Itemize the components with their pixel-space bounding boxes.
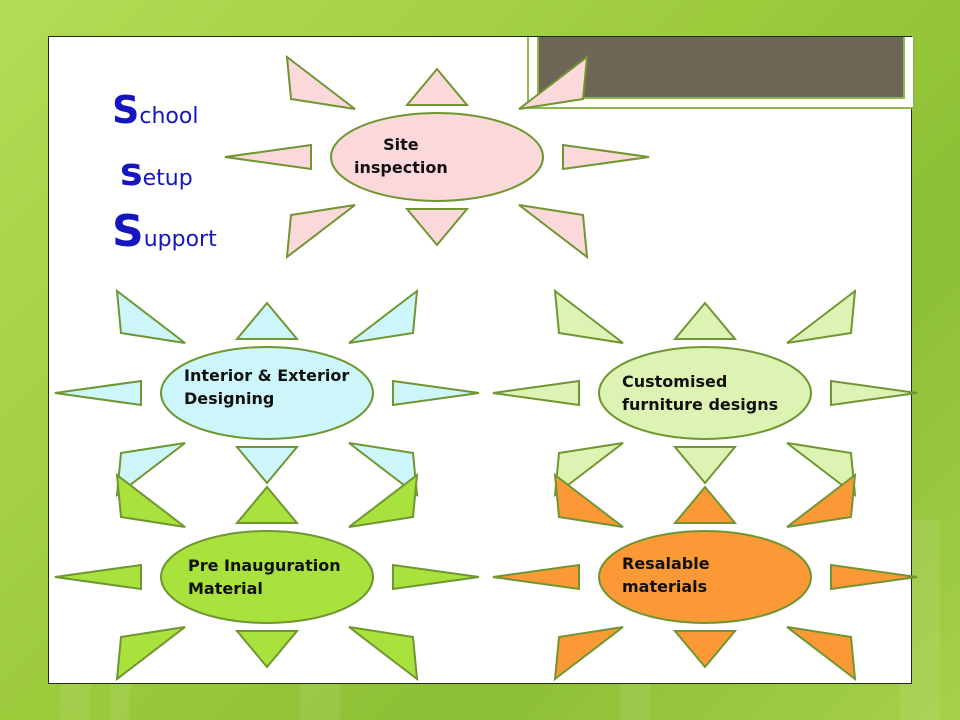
acrostic-line-school: School [112, 88, 198, 132]
ray-left [224, 143, 312, 171]
ray-top-left [553, 288, 624, 344]
ray-bottom-right [786, 626, 857, 682]
sun-label-customised-furniture: Customised furniture designs [622, 372, 779, 414]
ray-left [54, 379, 142, 407]
acrostic-line-support: Support [112, 206, 217, 257]
ray-bottom [404, 208, 470, 247]
ray-top-right [348, 472, 419, 528]
ray-top [672, 301, 738, 340]
ray-bottom-right [348, 626, 419, 682]
ray-right [562, 143, 650, 171]
ray-top [234, 301, 300, 340]
sun-interior-exterior-designing [54, 288, 480, 498]
sun-site-inspection [224, 54, 650, 260]
sun-pre-inauguration-material [54, 472, 480, 682]
title-placeholder [537, 37, 905, 99]
sun-label-pre-inauguration: Pre Inauguration Material [188, 556, 341, 598]
ray-bottom-right [786, 442, 857, 498]
ray-bottom-right [348, 442, 419, 498]
sun-resalable-materials [492, 472, 918, 682]
acrostic-word-rest: etup [142, 166, 193, 191]
ray-top-right [518, 54, 589, 110]
ray-top [234, 485, 300, 524]
ray-right [392, 379, 480, 407]
ray-top-left [553, 472, 624, 528]
ray-bottom [672, 446, 738, 485]
ray-bottom-right [518, 204, 589, 260]
ray-left [492, 379, 580, 407]
title-bar [527, 37, 915, 109]
sun-label-site-inspection: Site inspection [354, 135, 448, 177]
ray-top-left [115, 472, 186, 528]
ray-bottom-left [115, 626, 186, 682]
acrostic-capital: S [112, 88, 140, 132]
sun-label-interior-exterior: Interior & Exterior Designing [184, 366, 350, 408]
sun-core-ellipse [598, 530, 812, 624]
ray-top-right [786, 288, 857, 344]
ray-bottom [234, 630, 300, 669]
ray-right [830, 379, 918, 407]
acrostic-word-rest: chool [139, 104, 199, 129]
ray-right [392, 563, 480, 591]
ray-left [492, 563, 580, 591]
ray-left [54, 563, 142, 591]
acrostic-capital: S [112, 206, 144, 257]
ray-bottom-left [553, 626, 624, 682]
ray-bottom [672, 630, 738, 669]
ray-top [404, 67, 470, 106]
sun-core-ellipse [598, 346, 812, 440]
ray-bottom-left [115, 442, 186, 498]
ray-top-right [786, 472, 857, 528]
acrostic-line-setup: setup [120, 150, 193, 194]
sun-core-ellipse [160, 346, 374, 440]
ray-top-right [348, 288, 419, 344]
acrostic-capital: s [120, 150, 143, 194]
ray-bottom-left [553, 442, 624, 498]
acrostic-word-rest: upport [143, 227, 217, 252]
sun-core-ellipse [330, 112, 544, 202]
sun-core-ellipse [160, 530, 374, 624]
sun-label-resalable: Resalable materials [622, 554, 710, 596]
ray-top [672, 485, 738, 524]
ray-right [830, 563, 918, 591]
ray-bottom [234, 446, 300, 485]
sun-customised-furniture-designs [492, 288, 918, 498]
ray-bottom-left [285, 204, 356, 260]
ray-top-left [115, 288, 186, 344]
ray-top-left [285, 54, 356, 110]
